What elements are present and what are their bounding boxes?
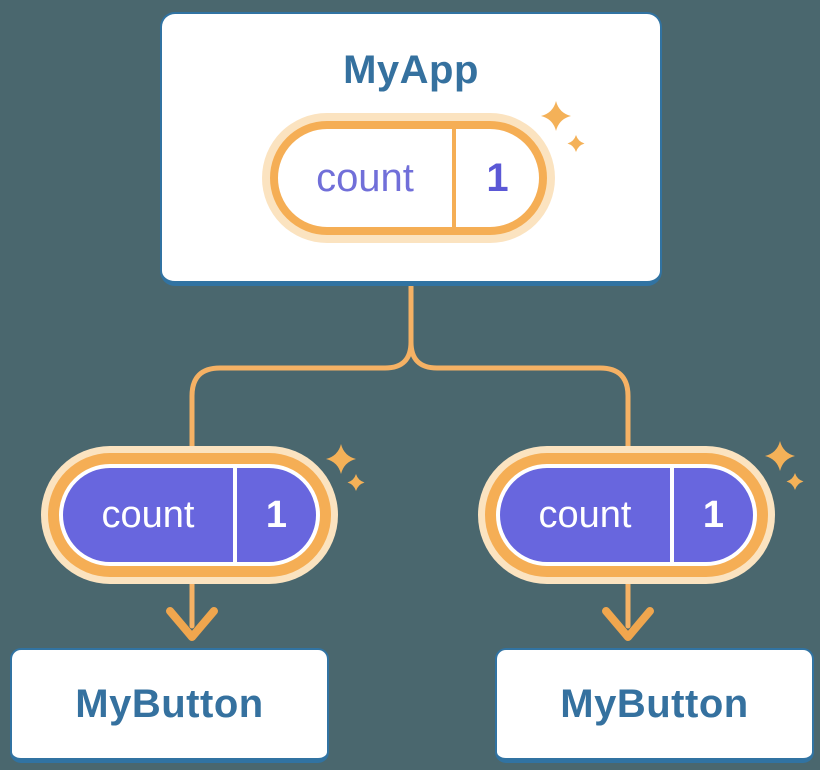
sparkle-icon: [541, 101, 585, 152]
component-card-myapp: MyApp: [160, 12, 662, 286]
pill-divider: [670, 468, 674, 562]
right-arrowhead-icon: [602, 607, 654, 641]
pill-divider: [233, 468, 237, 562]
component-card-mybutton-left: MyButton: [10, 648, 329, 763]
left-arrowhead-icon: [166, 607, 218, 641]
state-value: 1: [265, 493, 288, 536]
state-label: count: [316, 155, 414, 200]
state-label: count: [538, 493, 632, 536]
component-title: MyApp: [343, 48, 479, 92]
pill-divider: [452, 129, 456, 227]
sparkle-icon: [765, 441, 804, 490]
component-title: MyButton: [75, 681, 264, 726]
component-title: MyButton: [560, 681, 749, 726]
component-card-mybutton-right: MyButton: [495, 648, 814, 763]
branch-left-line: [189, 284, 414, 455]
state-value: 1: [702, 493, 725, 536]
state-pill-left-child: count 1: [59, 464, 320, 566]
branch-right-line: [408, 284, 631, 455]
state-pill-root: count 1: [270, 121, 547, 235]
state-value: 1: [486, 155, 509, 200]
state-pill-right-child: count 1: [496, 464, 757, 566]
state-label: count: [101, 493, 195, 536]
sparkle-icon: [326, 444, 365, 491]
